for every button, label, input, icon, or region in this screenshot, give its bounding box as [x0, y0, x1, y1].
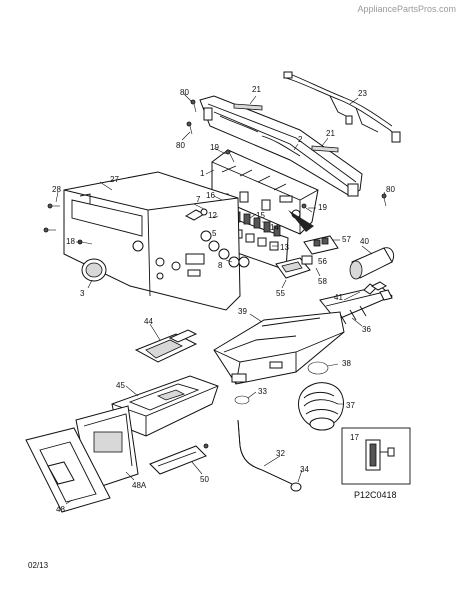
callout: 34	[300, 465, 309, 474]
push-buttons	[184, 208, 250, 268]
callout: 37	[346, 401, 355, 410]
callout: 16	[206, 191, 215, 200]
callout: 80	[180, 88, 189, 97]
inlet-hose	[349, 247, 395, 280]
callout: 55	[276, 289, 285, 298]
front-console-panel	[63, 171, 241, 311]
callout: 44	[144, 317, 153, 326]
callout: 15	[256, 211, 265, 220]
callout: 17	[350, 433, 359, 442]
callout: 50	[200, 475, 209, 484]
drain-hose	[234, 395, 302, 492]
callout: 21	[252, 85, 261, 94]
electronic-modules	[275, 235, 339, 279]
callout: 23	[358, 89, 367, 98]
callout: 1	[200, 169, 205, 178]
callout: 8	[218, 261, 223, 270]
leader-lines	[55, 93, 387, 505]
callout: 27	[110, 175, 119, 184]
callout: 57	[342, 235, 351, 244]
callout-labels: 21 23 2 21 80 80 19 1 80 19 27 28 18 3 7…	[52, 85, 395, 514]
callout: 48	[56, 505, 65, 514]
screws	[43, 99, 387, 245]
callout: 14	[270, 223, 279, 232]
callout: 80	[176, 141, 185, 150]
callout: 33	[258, 387, 267, 396]
callout: 39	[238, 307, 247, 316]
callout: 13	[280, 243, 289, 252]
callout: 5	[212, 229, 217, 238]
callout: 58	[318, 277, 327, 286]
callout: 19	[318, 203, 327, 212]
callout: 80	[386, 185, 395, 194]
dispenser-housing	[213, 311, 345, 385]
callout: 7	[196, 195, 201, 204]
callout: 21	[326, 129, 335, 138]
diagram-code: P12C0418	[354, 490, 397, 500]
callout: 41	[334, 293, 343, 302]
callout: 18	[66, 237, 75, 246]
callout: 36	[362, 325, 371, 334]
callout: 2	[298, 135, 303, 144]
callout: 45	[116, 381, 125, 390]
watermark: AppliancePartsPros.com	[357, 4, 456, 14]
knob	[81, 258, 107, 282]
callout: 56	[318, 257, 327, 266]
callout: 19	[210, 143, 219, 152]
callout: 38	[342, 359, 351, 368]
console-frame	[199, 95, 363, 197]
callout: 12	[208, 211, 217, 220]
callout: 40	[360, 237, 369, 246]
callout: 48A	[132, 481, 147, 490]
dispenser-drawer	[25, 329, 219, 513]
inset-detail-box	[341, 427, 411, 485]
callout: 28	[52, 185, 61, 194]
footer-date: 02/13	[28, 561, 49, 570]
callout: 32	[276, 449, 285, 458]
callout: 3	[80, 289, 85, 298]
clamp-and-bellows	[298, 361, 344, 431]
wire-harness	[283, 71, 401, 143]
